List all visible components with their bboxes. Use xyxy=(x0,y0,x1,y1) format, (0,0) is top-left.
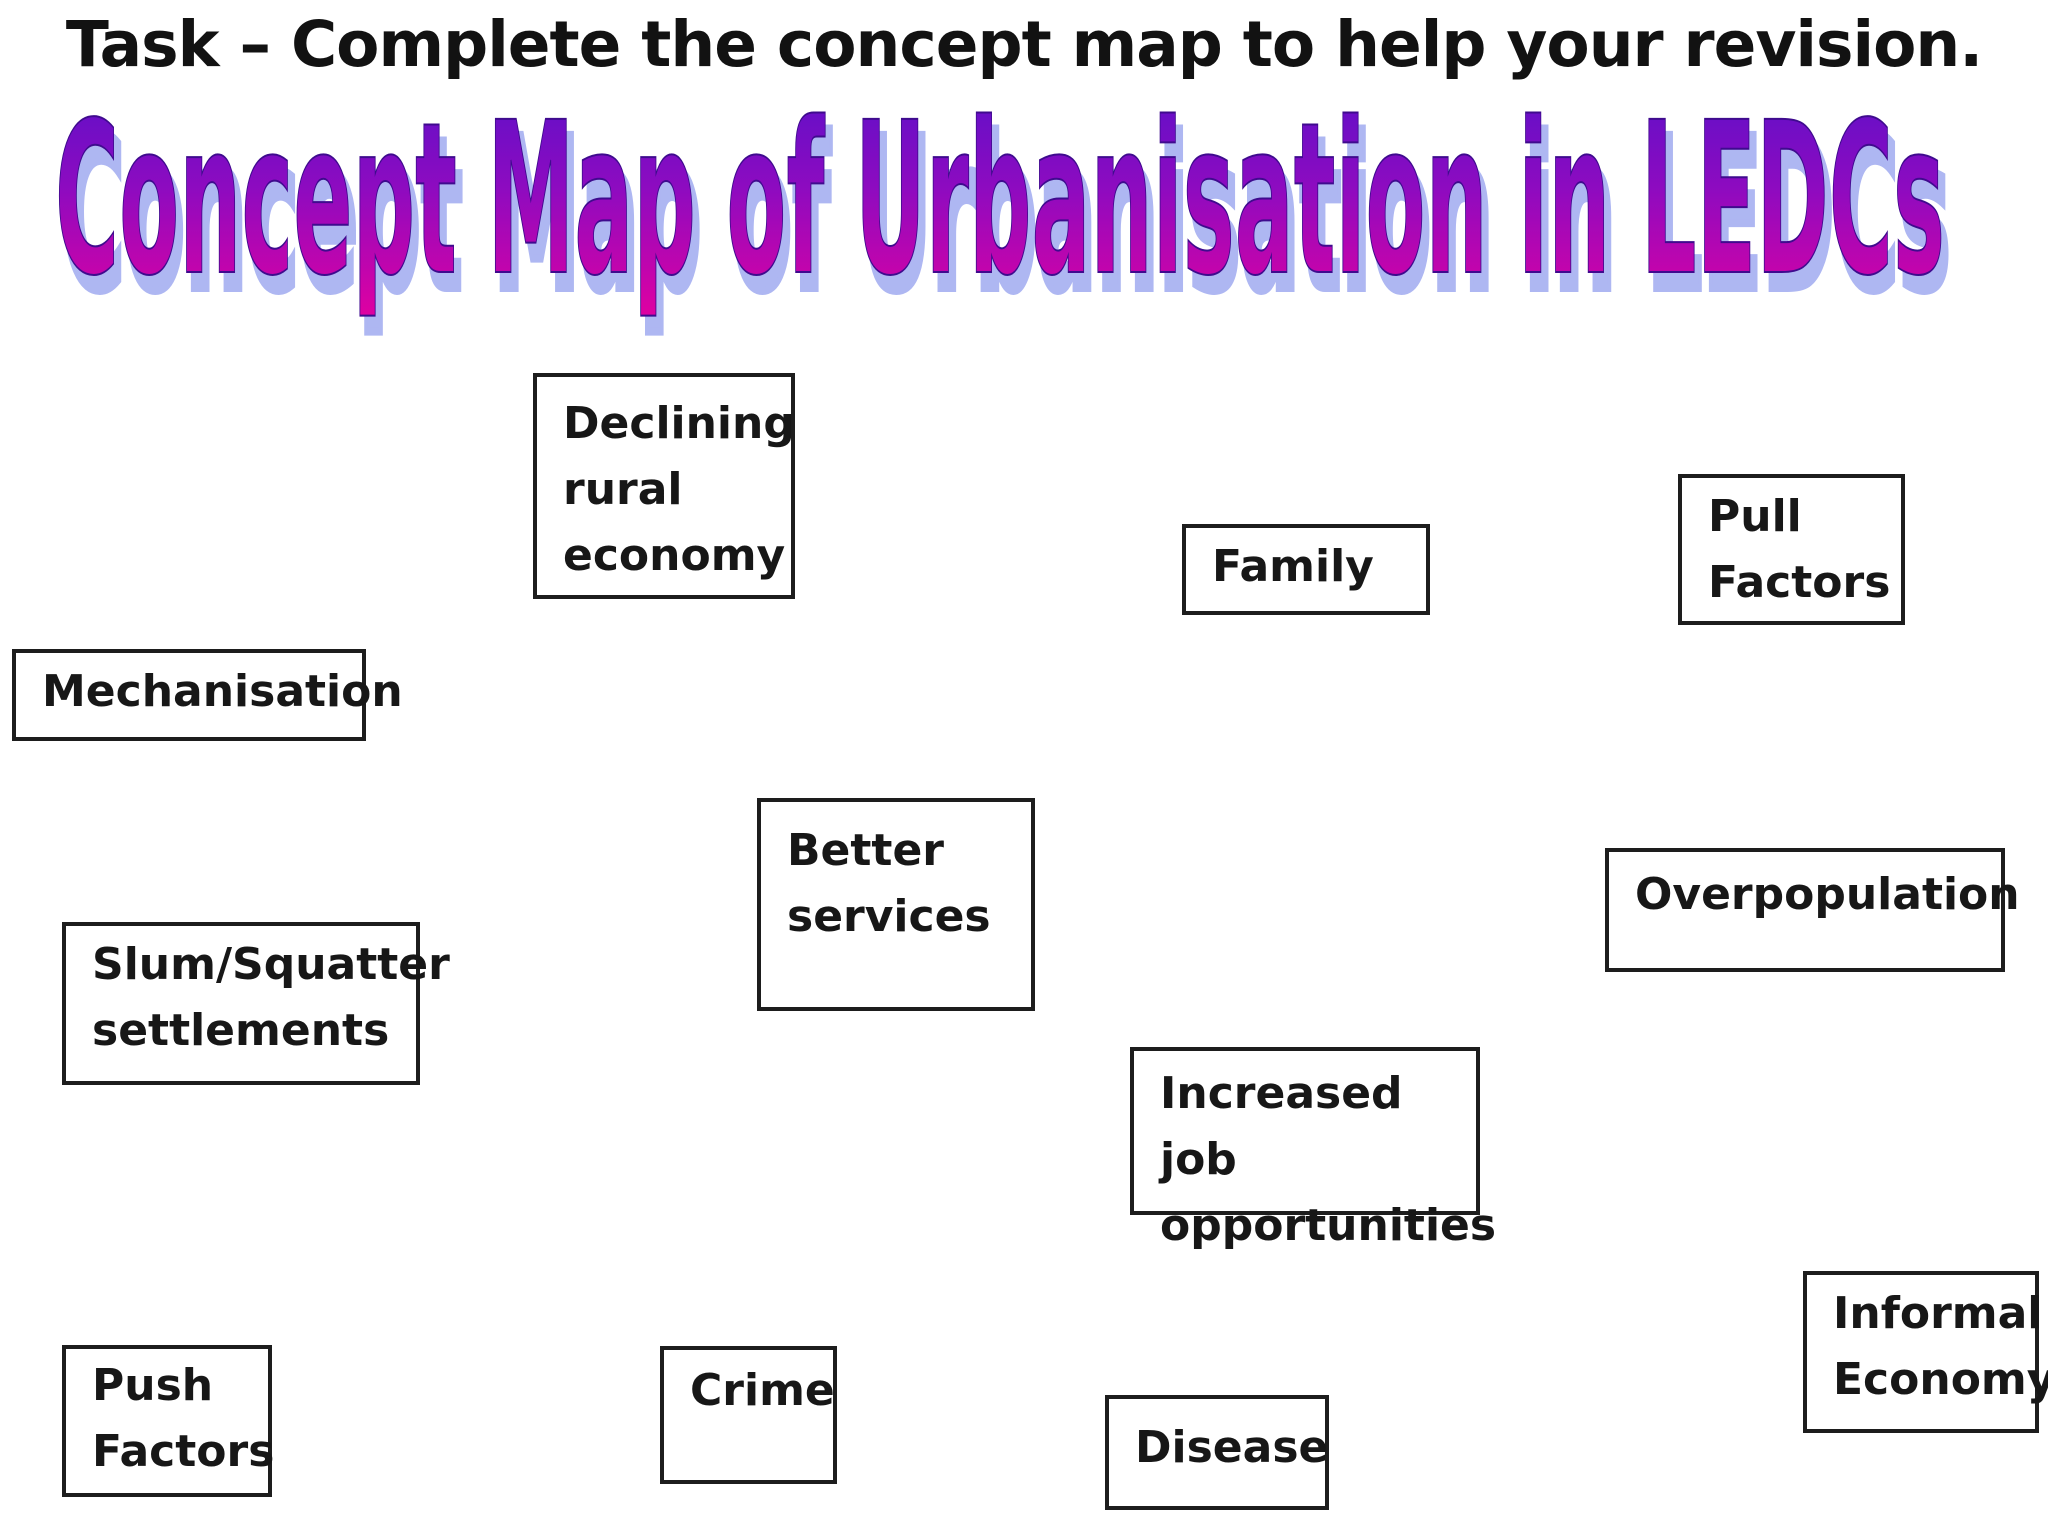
concept-box-better-services: Better services xyxy=(757,798,1035,1011)
wordart-title-shadow: Concept Map of Urbanisation in LEDCs xyxy=(61,93,1951,338)
concept-box-push-factors: Push Factors xyxy=(62,1345,274,1497)
concept-box-overpopulation: Overpopulation xyxy=(1605,848,2020,972)
concept-box-increased-job-opportunities: Increased job opportunities xyxy=(1130,1047,1496,1251)
concept-box-pull-factors: Pull Factors xyxy=(1678,474,1905,625)
concept-box-crime: Crime xyxy=(660,1346,837,1484)
concept-box-mechanisation: Mechanisation xyxy=(12,649,403,741)
concept-box-slum-squatter-settlements: Slum/Squatter settlements xyxy=(62,922,450,1085)
task-heading: Task – Complete the concept map to help … xyxy=(65,8,1983,81)
wordart-title-graphic: Concept Map of Urbanisation in LEDCs Con… xyxy=(54,76,1955,342)
wordart-title-text: Concept Map of Urbanisation in LEDCs xyxy=(55,77,1945,322)
concept-box-family: Family xyxy=(1182,524,1430,615)
concept-box-informal-economy: Informal Economy xyxy=(1803,1271,2048,1433)
concept-box-declining-rural-economy: Declining rural economy xyxy=(533,373,795,599)
concept-box-disease: Disease xyxy=(1105,1395,1329,1510)
